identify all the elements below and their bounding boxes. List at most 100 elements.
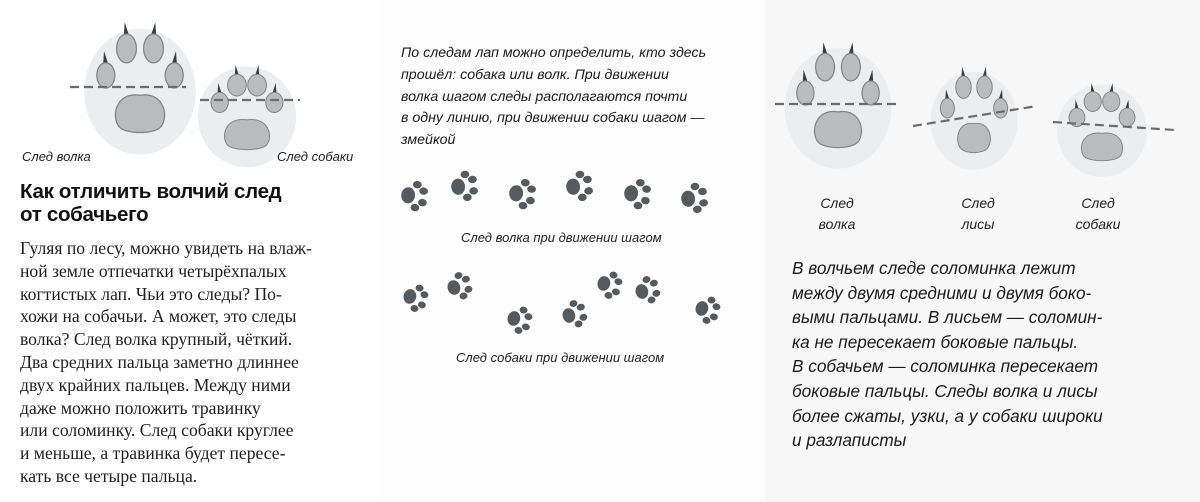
- claw-mark: [171, 51, 177, 65]
- toe-pad: [1083, 91, 1102, 112]
- claw-mark: [1090, 83, 1095, 94]
- wolf-paw-icon: [84, 22, 196, 155]
- toe-pad: [1068, 107, 1086, 128]
- track-toe: [574, 320, 583, 328]
- paw-track-icon: [695, 296, 721, 324]
- intro-line: По следам лап можно определить, кто здес…: [401, 45, 707, 61]
- toe-pad: [227, 73, 247, 97]
- track-toe: [652, 289, 661, 297]
- body-line: и меньше, а травинка будет пересе-: [20, 443, 286, 464]
- track-toe: [459, 292, 468, 300]
- toe-pad: [1118, 107, 1136, 128]
- comparison-line: и разлаписты: [792, 430, 907, 451]
- track-toe: [514, 327, 523, 334]
- article-heading: Как отличить волчий след от собачьего: [20, 180, 370, 226]
- track-toe: [707, 296, 716, 304]
- toe-pad: [955, 75, 972, 99]
- caption-line: След: [820, 195, 854, 211]
- claw-mark: [998, 89, 1003, 100]
- paw-track-icon: [624, 178, 651, 210]
- straw-line: [1052, 120, 1176, 132]
- comparison-text: В волчьем следе соломинка лежит между дв…: [792, 256, 1192, 453]
- track-pad: [509, 185, 524, 202]
- track-toe: [604, 292, 613, 299]
- paw-track-icon: [451, 170, 478, 202]
- track-toe: [699, 199, 708, 207]
- comparison-line: между двумя средними и двумя боко-: [792, 282, 1092, 303]
- track-toe: [642, 185, 651, 193]
- track-pad: [507, 311, 521, 326]
- toe-pad: [164, 62, 184, 89]
- track-toe: [454, 272, 463, 279]
- toe-pad: [115, 33, 138, 64]
- toe-pad: [142, 33, 165, 64]
- main-pad: [1080, 132, 1124, 162]
- fox-paw-icon: [930, 66, 1018, 170]
- tracks-intro: По следам лап можно определить, кто здес…: [401, 43, 761, 152]
- intro-line: прошёл: собака или волк. При движении: [401, 66, 669, 83]
- track-toe: [712, 303, 721, 311]
- caption-line: собаки: [1075, 216, 1121, 232]
- heading-line: от собачьего: [20, 203, 149, 226]
- paw-track-icon: [447, 272, 473, 300]
- track-toe: [575, 170, 585, 179]
- paw-halo: [84, 28, 196, 155]
- straw-line: [912, 104, 1038, 128]
- track-toe: [520, 178, 530, 187]
- track-pad: [447, 280, 461, 295]
- track-toe: [527, 185, 536, 193]
- claw-mark: [802, 69, 808, 83]
- track-pad: [681, 190, 696, 207]
- track-toe: [524, 313, 533, 321]
- track-toe: [519, 306, 528, 314]
- track-toe: [410, 305, 419, 312]
- track-toe: [569, 300, 578, 307]
- claw-mark: [254, 65, 260, 76]
- claw-mark: [982, 66, 987, 78]
- main-pad: [957, 122, 991, 154]
- track-toe: [641, 196, 650, 205]
- paw-track-icon: [597, 271, 623, 299]
- track-toe: [614, 278, 623, 286]
- toe-pad: [96, 62, 116, 89]
- track-toe: [584, 187, 593, 195]
- track-toe: [461, 275, 470, 283]
- toe-pad: [976, 75, 993, 99]
- left-panel: След волка След собаки Как отличить волч…: [0, 0, 380, 502]
- body-line: ной земле отпечатки четырёхпалых: [20, 260, 287, 281]
- paw-track-icon: [507, 306, 533, 334]
- claw-mark: [1125, 99, 1130, 110]
- track-pad: [695, 301, 709, 316]
- track-toe: [410, 203, 420, 212]
- body-line: когтистых лап. Чьи это следы? По-: [20, 283, 282, 304]
- track-toe: [577, 193, 587, 202]
- toe-pad: [1102, 91, 1121, 112]
- track-toe: [412, 180, 422, 189]
- paw-track-icon: [562, 300, 588, 328]
- claw-mark: [123, 22, 130, 36]
- caption-wolf-track: След волка: [22, 149, 91, 164]
- claw-mark: [961, 66, 966, 78]
- heading-line: Как отличить волчий след: [20, 180, 282, 203]
- comparison-line: В собачьем — соломинка пересекает: [792, 356, 1099, 377]
- wolf-paw-icon: [784, 42, 892, 169]
- claw-mark: [1109, 83, 1114, 94]
- paw-track-icon: [509, 178, 536, 210]
- track-toe: [518, 201, 528, 210]
- comparison-line: В волчьем следе соломинка лежит: [792, 258, 1076, 278]
- toe-pad: [840, 52, 861, 82]
- track-toe: [698, 187, 707, 196]
- main-pad: [813, 111, 863, 149]
- left-paw-illustration: [70, 22, 300, 168]
- body-line: двух крайних пальцев. Между ними: [20, 374, 291, 395]
- claw-mark: [272, 83, 277, 94]
- comparison-line: ка не пересекает боковые пальцы.: [792, 331, 1079, 352]
- track-toe: [642, 276, 651, 283]
- track-toe: [633, 201, 643, 210]
- track-pad: [624, 185, 639, 202]
- caption-fox: След лисы: [946, 193, 1010, 235]
- comparison-line: боковые пальцы. Следы волка и лисы: [792, 380, 1098, 401]
- toe-pad: [861, 80, 880, 106]
- body-line: или соломинку. След собаки круглее: [20, 420, 294, 441]
- track-toe: [420, 291, 429, 299]
